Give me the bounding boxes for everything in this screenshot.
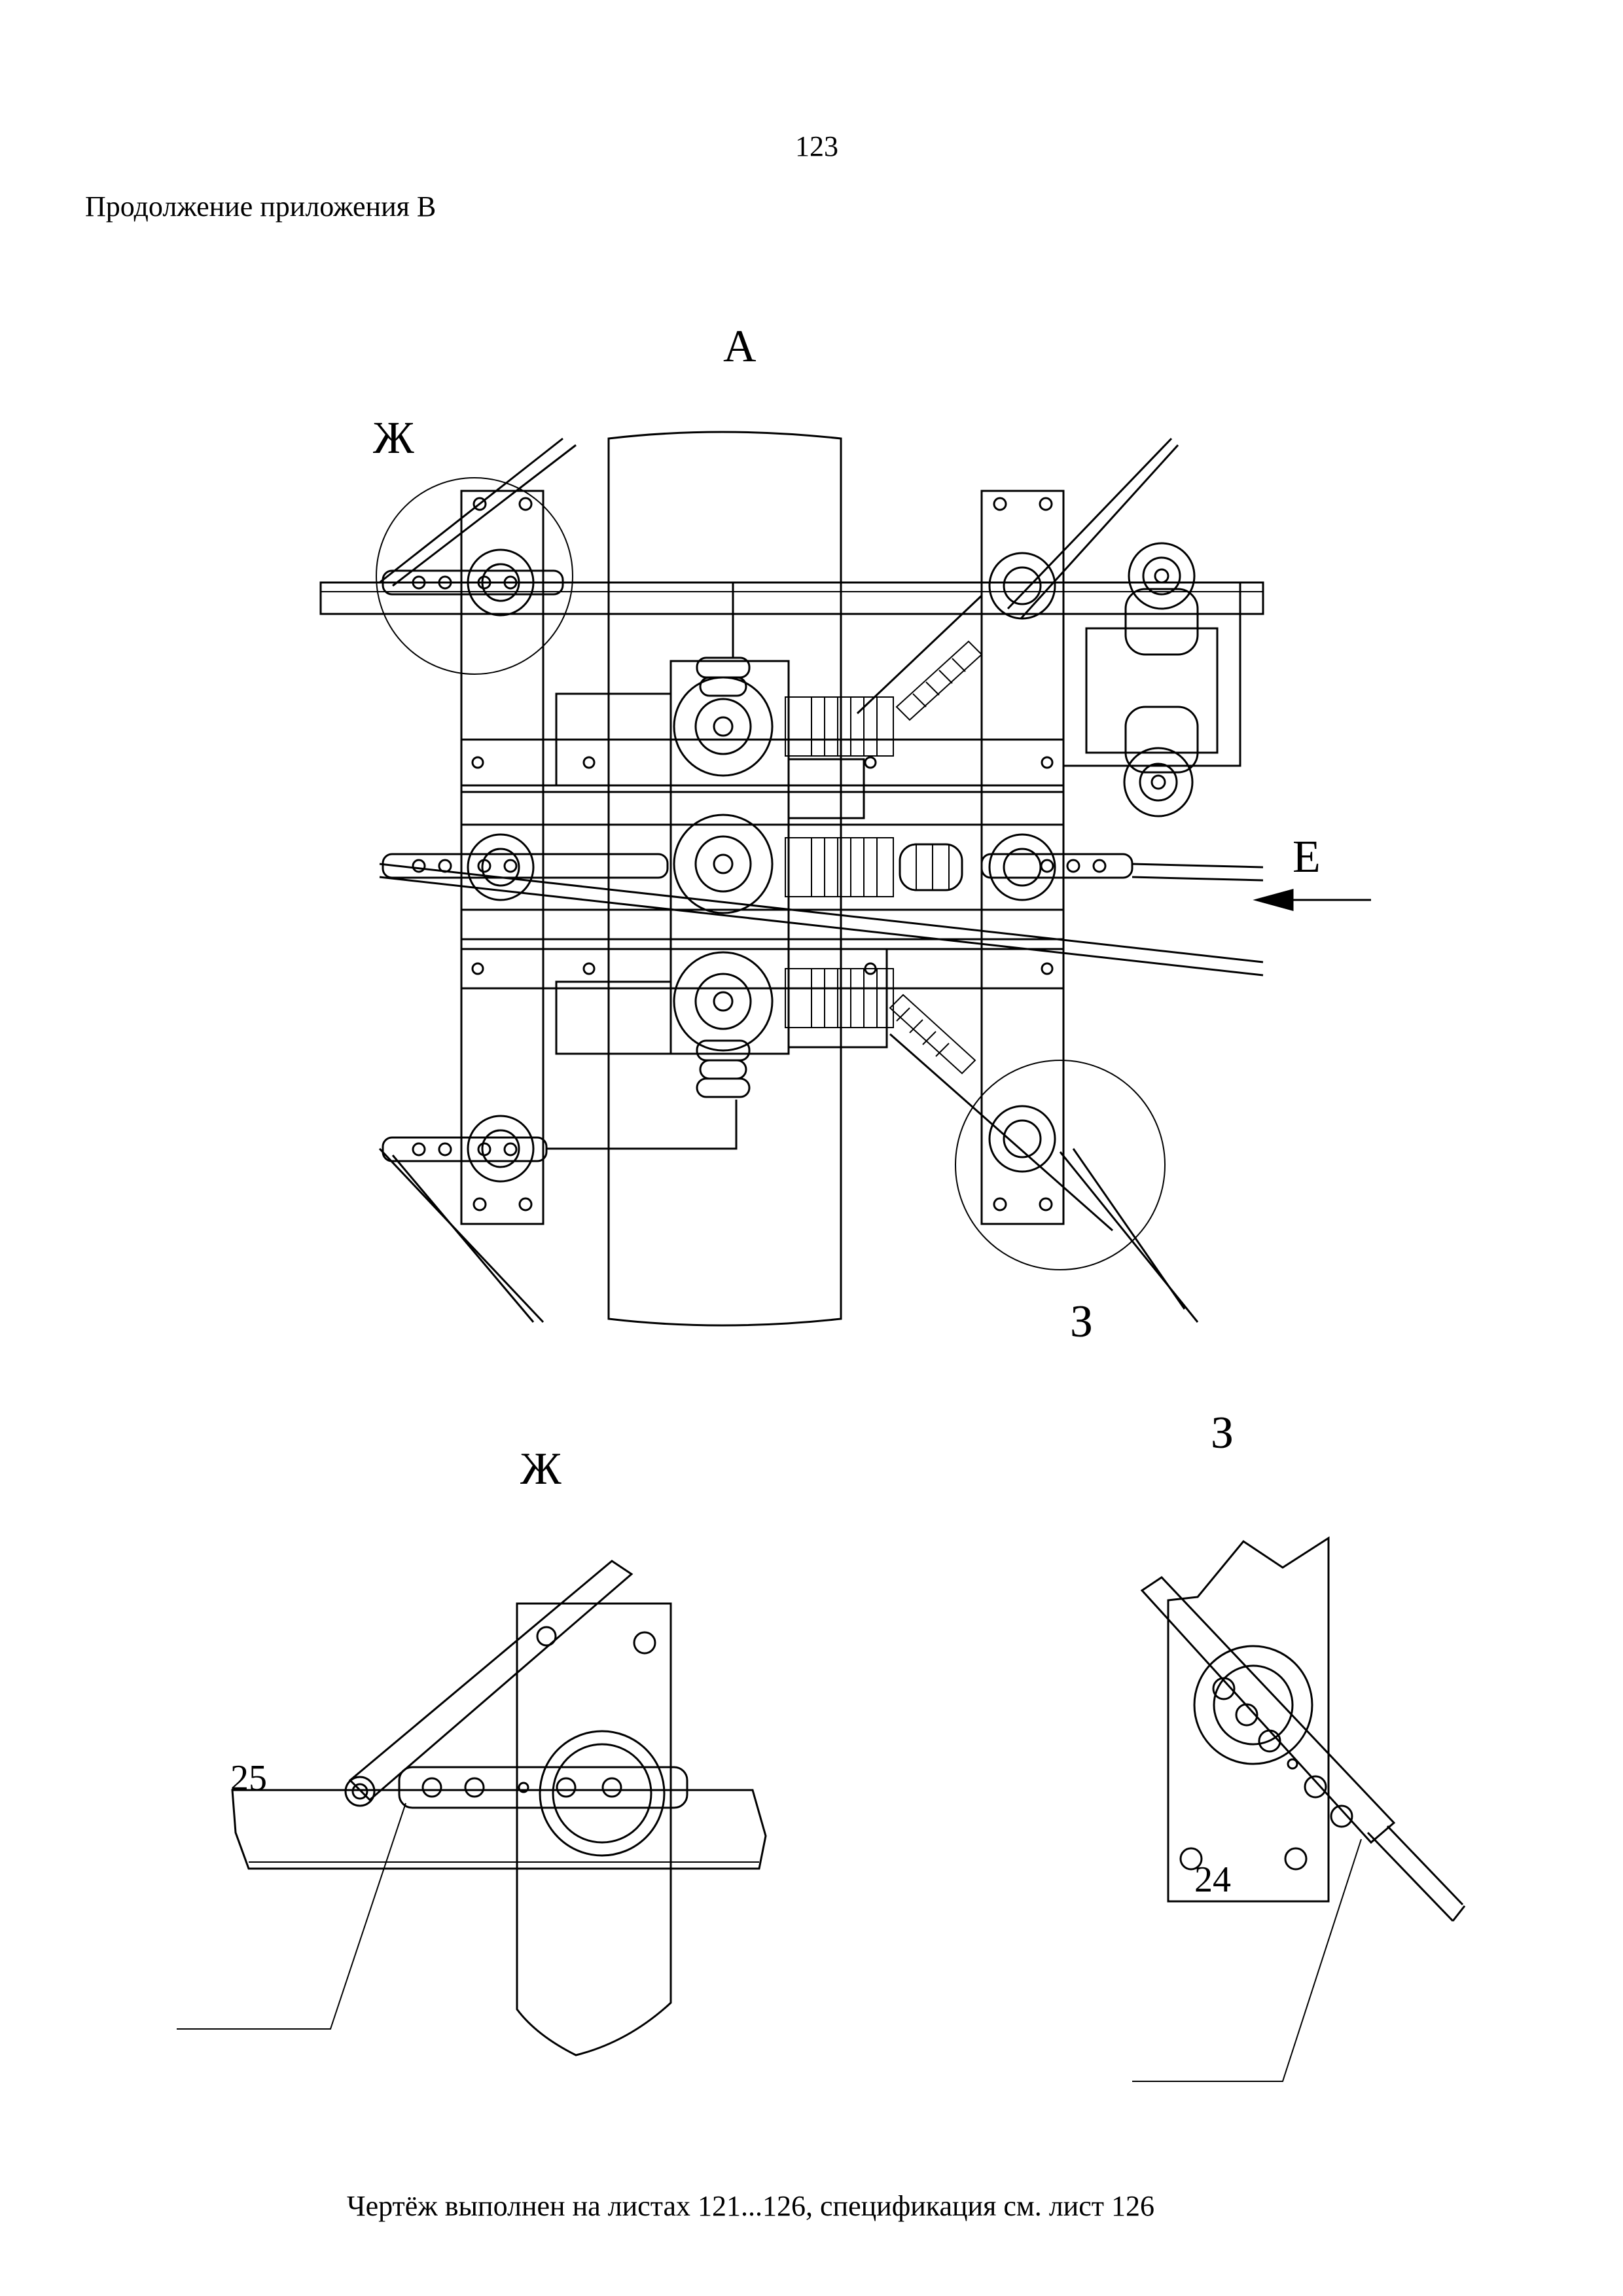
callout-25: 25 — [230, 1758, 267, 1799]
direction-arrow — [1253, 889, 1371, 911]
diagonal-insulators — [889, 640, 983, 1075]
callout-24: 24 — [1194, 1859, 1231, 1900]
vertical-insulators — [696, 656, 751, 1098]
detail-circles — [376, 477, 1166, 1270]
pole — [607, 431, 842, 1327]
crossarm — [319, 581, 1264, 615]
detail-z — [1132, 1536, 1466, 2082]
view-a-label: А — [723, 321, 757, 372]
transformer — [1062, 542, 1241, 817]
detail-z-title: З — [1211, 1408, 1234, 1458]
detail-zh-reference-label: Ж — [373, 413, 414, 463]
conductors — [378, 437, 1264, 1323]
left-disc-insulators — [467, 548, 535, 1183]
right-disc-insulators — [988, 552, 1056, 1173]
main-view-a — [319, 431, 1371, 1327]
footer-note: Чертёж выполнен на листах 121...126, спе… — [347, 2190, 1154, 2222]
ribbed-insulators — [785, 696, 894, 1028]
insulator-discs — [673, 676, 774, 1052]
appendix-note: Продолжение приложения В — [85, 190, 437, 223]
detail-zh-title: Ж — [520, 1444, 562, 1494]
detail-zh — [177, 1560, 767, 2056]
page-number: 123 — [795, 130, 838, 162]
switch-body — [555, 660, 888, 1055]
frame-bars — [460, 738, 1065, 990]
right-insulator — [899, 843, 963, 891]
direction-e-label: Е — [1293, 832, 1321, 882]
detail-z-reference-label: З — [1070, 1297, 1094, 1347]
lead-links — [382, 569, 1133, 1162]
side-channels — [460, 490, 1065, 1225]
